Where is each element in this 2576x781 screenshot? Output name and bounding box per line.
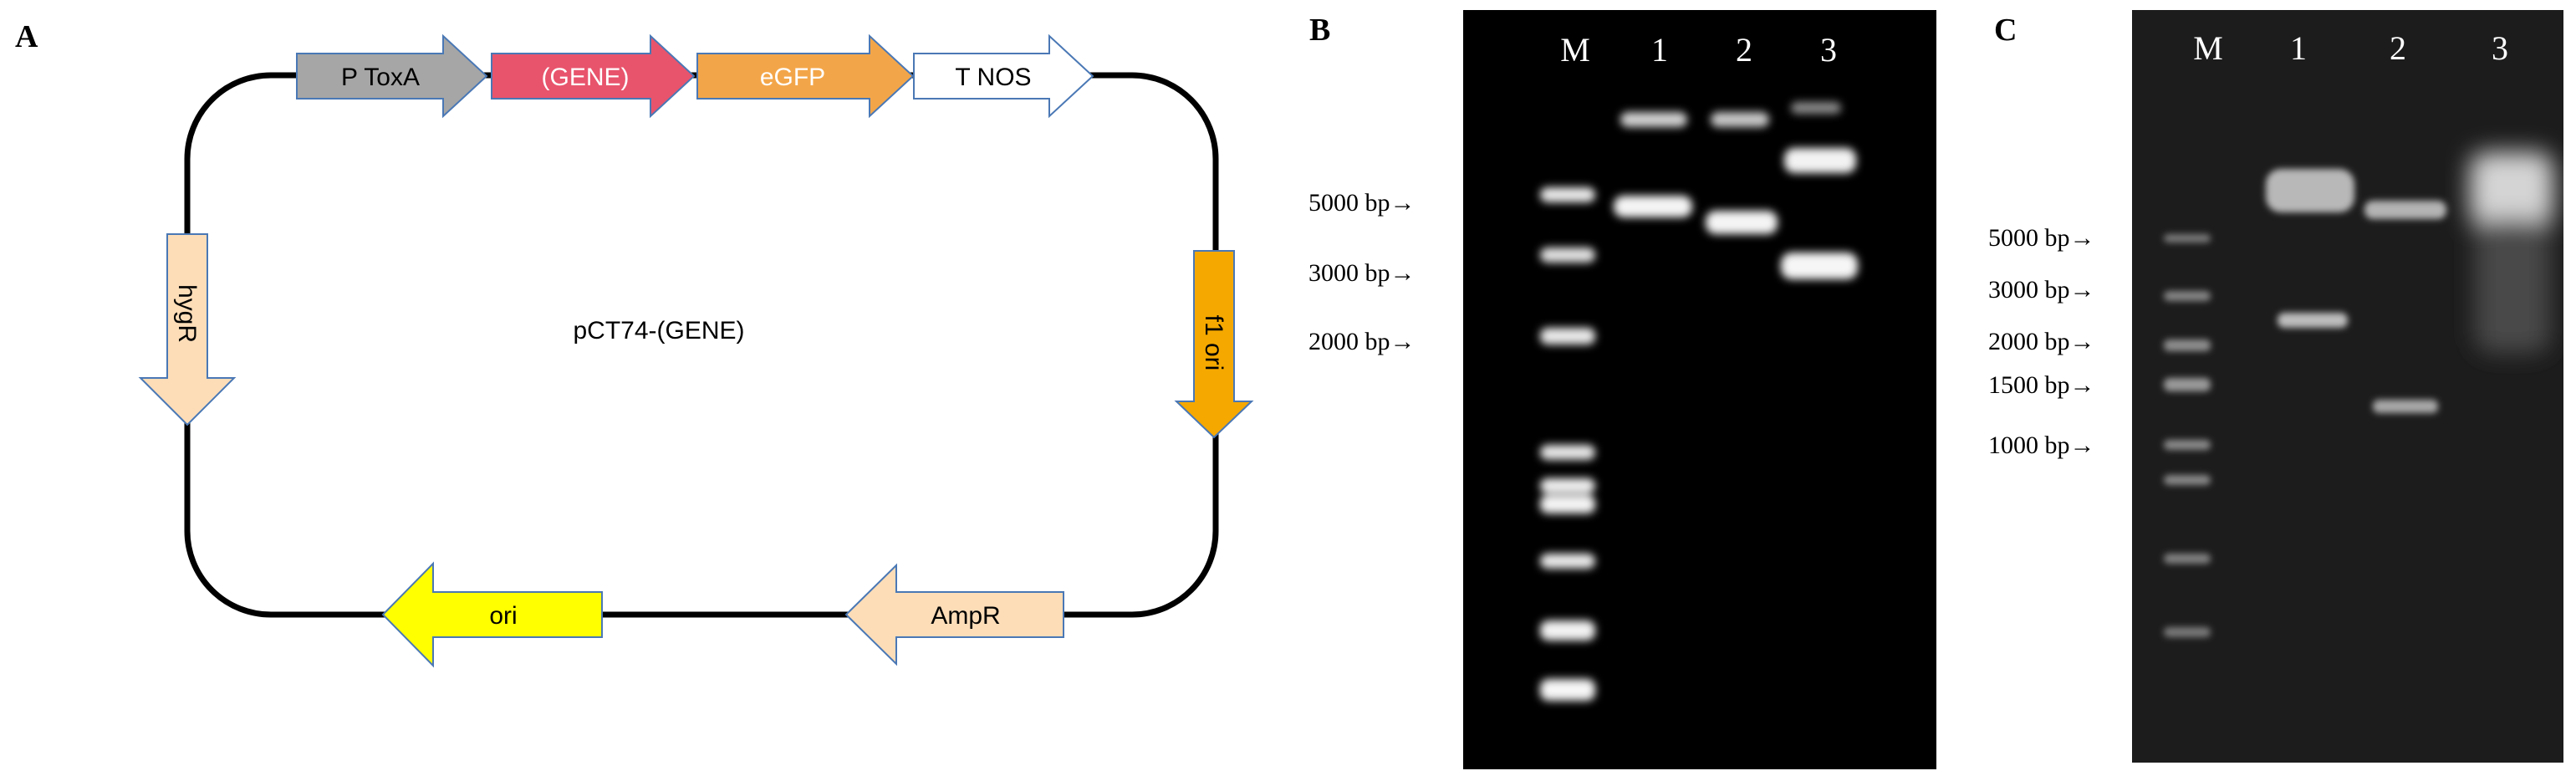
gel-b-lane-m: M: [1560, 31, 1590, 69]
feature-ampr: AmpR: [844, 563, 1064, 666]
gene-arrow: [491, 33, 696, 119]
feature-gene: (GENE): [491, 33, 696, 119]
ori-label: ori: [489, 602, 517, 630]
gel-b-ladder-band: [1540, 187, 1595, 202]
gel-c-ladder-band: [2164, 378, 2211, 391]
gel-c-lane-2: 2: [2390, 29, 2406, 67]
hygr-arrow: [138, 233, 237, 426]
gel-b-lane3-band: [1784, 148, 1856, 173]
gel-c-lane-3: 3: [2492, 29, 2508, 67]
gel-c-ladder-band: [2164, 291, 2211, 301]
feature-ptoxa: P ToxA: [296, 33, 488, 119]
plasmid-backbone: [184, 72, 1219, 618]
gel-c-ladder-band: [2164, 339, 2211, 351]
gel-c-marker-3000: 3000 bp→: [1988, 276, 2095, 304]
ampr-label: AmpR: [931, 602, 1000, 630]
gel-b-lane1-band: [1614, 196, 1692, 217]
gel-b-lane-3: 3: [1820, 31, 1837, 69]
gel-b-marker-2000: 2000 bp→: [1308, 328, 1416, 355]
gel-c-ladder-band: [2164, 627, 2211, 637]
gel-b-ladder-band: [1540, 620, 1595, 641]
gel-b-lane-2: 2: [1736, 31, 1752, 69]
egfp-arrow: [696, 33, 915, 119]
gel-c-lane1-band: [2278, 313, 2348, 328]
gel-c-ladder-band: [2164, 475, 2211, 485]
f1ori-arrow: [1174, 250, 1254, 439]
gel-c-lane-m: M: [2193, 29, 2223, 67]
gel-c-lane2-band: [2373, 400, 2438, 413]
gel-c-marker-5000: 5000 bp→: [1988, 224, 2095, 252]
gel-b-ladder-band: [1540, 478, 1595, 493]
gel-c-ladder-band: [2164, 440, 2211, 450]
tnos-label: T NOS: [955, 64, 1031, 91]
hygr-label: hygR: [173, 284, 201, 343]
feature-ori: ori: [381, 561, 603, 668]
gel-c-lane-1: 1: [2290, 29, 2307, 67]
gel-b-lane1-band: [1620, 112, 1687, 127]
gel-b-ladder-band: [1540, 328, 1595, 345]
gel-c-lane3-smear: [2475, 219, 2550, 353]
egfp-label: eGFP: [760, 64, 825, 91]
panel-a-letter: A: [15, 19, 38, 54]
plasmid-map: P ToxA (GENE) eGFP T NOS f1 ori hygR Amp…: [138, 33, 1254, 668]
feature-egfp: eGFP: [696, 33, 915, 119]
gel-b-lane3-band: [1781, 253, 1858, 279]
gel-b-ladder-band: [1540, 554, 1595, 569]
gel-c-lane1-band: [2266, 169, 2354, 212]
gel-c-lane2-band: [2364, 201, 2446, 219]
gel-b-background: [1463, 10, 1936, 769]
gel-c-ladder-band: [2164, 234, 2211, 242]
feature-f1ori: f1 ori: [1174, 250, 1254, 439]
gel-b-marker-3000: 3000 bp→: [1308, 259, 1416, 287]
gel-b-marker-5000: 5000 bp→: [1308, 189, 1416, 217]
gel-b-lane2-band: [1706, 211, 1778, 234]
gel-b-ladder-band: [1540, 248, 1595, 263]
gel-b-ladder-band: [1540, 445, 1595, 460]
gel-b-ladder-band: [1540, 495, 1595, 513]
ptoxa-label: P ToxA: [341, 64, 420, 91]
gel-c-marker-2000: 2000 bp→: [1988, 328, 2095, 355]
feature-hygr: hygR: [138, 233, 237, 426]
gel-b-image: [1463, 10, 1936, 769]
gel-b-lane-1: 1: [1651, 31, 1668, 69]
gene-label: (GENE): [542, 64, 630, 91]
gel-c-lane3-smear: [2470, 152, 2553, 227]
feature-tnos: T NOS: [913, 33, 1094, 119]
f1ori-label: f1 ori: [1200, 315, 1227, 371]
gel-c-ladder-band: [2164, 554, 2211, 564]
gel-b-lane2-band: [1711, 112, 1769, 127]
gel-c-image: [2132, 10, 2563, 763]
gel-c-marker-1500: 1500 bp→: [1988, 371, 2095, 399]
tnos-arrow: [913, 33, 1094, 119]
gel-b-ladder-band: [1540, 679, 1595, 701]
panel-b-letter: B: [1309, 13, 1331, 48]
gel-b-lane3-band: [1791, 102, 1841, 114]
plasmid-name: pCT74-(GENE): [573, 317, 744, 345]
ptoxa-arrow: [296, 33, 488, 119]
ampr-arrow: [844, 563, 1064, 666]
ori-arrow: [381, 561, 603, 668]
panel-c-letter: C: [1994, 13, 2017, 48]
gel-c-marker-1000: 1000 bp→: [1988, 431, 2095, 459]
